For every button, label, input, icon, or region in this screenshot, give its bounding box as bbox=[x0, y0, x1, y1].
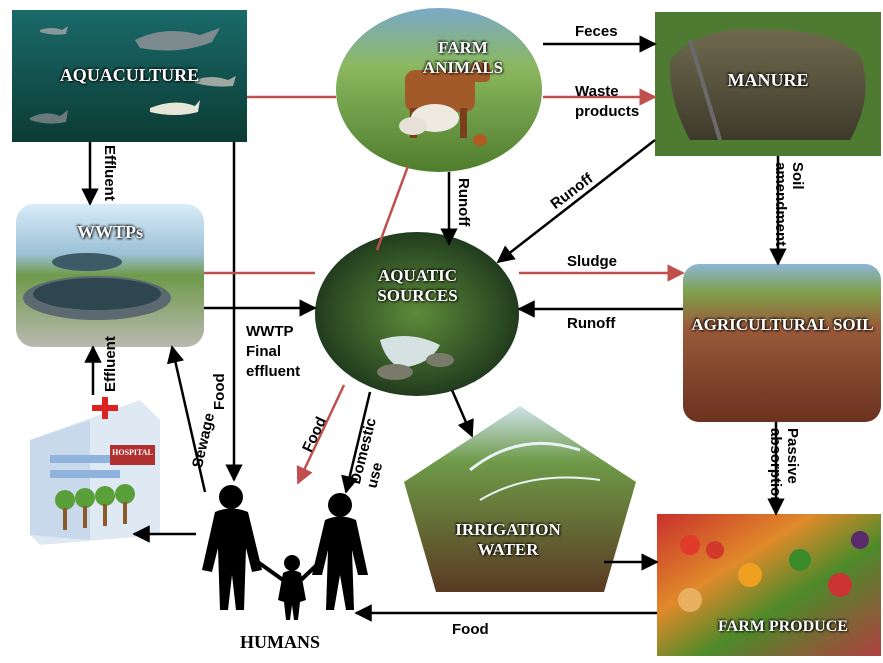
arrow-domestic-use bbox=[341, 391, 372, 494]
aquaculture-image bbox=[12, 10, 247, 142]
label-effluent-aquaculture: Effluent bbox=[101, 145, 118, 201]
label-runoff-soil: Runoff bbox=[567, 315, 616, 332]
aquatic-sources-image bbox=[315, 232, 519, 396]
label-passive-absorption: Passive absorption bbox=[767, 428, 802, 528]
manure-title: MANURE bbox=[727, 70, 809, 90]
arrow-sewage bbox=[166, 345, 207, 493]
farm-animals-title: FARM ANIMALS bbox=[398, 38, 528, 77]
arrow-food-aquatic bbox=[296, 384, 346, 485]
label-feces: Feces bbox=[575, 23, 618, 40]
humans-silhouette bbox=[202, 485, 368, 620]
hospital-sign: HOSPITAL bbox=[112, 448, 153, 457]
label-wwtp: WWTP bbox=[246, 323, 294, 340]
farm-produce-title: FARM PRODUCE bbox=[718, 618, 848, 635]
wwtps-image bbox=[16, 204, 204, 347]
label-waste: Waste bbox=[575, 83, 619, 100]
label-products: products bbox=[575, 103, 640, 120]
line-farm-animals-to-aquatic bbox=[375, 165, 410, 251]
label-effluent-final: effluent bbox=[246, 363, 301, 380]
agricultural-soil-image bbox=[683, 264, 881, 422]
irrigation-water-title-text: IRRIGATION WATER bbox=[455, 520, 561, 559]
farm-produce-image bbox=[657, 514, 881, 656]
irrigation-water-title: IRRIGATION WATER bbox=[438, 520, 578, 559]
agricultural-soil-title-text: AGRICULTURAL SOIL bbox=[691, 315, 874, 334]
label-soil-amendment-text: Soil amendment bbox=[772, 162, 807, 247]
aquatic-sources-title-text: AQUATIC SOURCES bbox=[377, 266, 458, 305]
manure-image bbox=[655, 12, 881, 156]
label-sludge: Sludge bbox=[567, 253, 618, 270]
label-soil-amendment: Soil amendment bbox=[772, 162, 807, 277]
arrow-aquatic-to-irrigation bbox=[450, 389, 474, 438]
aquaculture-title: AQUACULTURE bbox=[59, 65, 200, 85]
farm-animals-title-text: FARM ANIMALS bbox=[422, 38, 504, 77]
arrow-runoff-manure bbox=[496, 139, 656, 264]
aquatic-sources-title: AQUATIC SOURCES bbox=[355, 266, 480, 305]
label-food-produce: Food bbox=[452, 621, 489, 638]
wwtps-title: WWTPs bbox=[76, 222, 143, 242]
agricultural-soil-title: AGRICULTURAL SOIL bbox=[690, 315, 875, 335]
humans-title: HUMANS bbox=[240, 632, 320, 652]
label-runoff-animals: Runoff bbox=[455, 178, 472, 227]
farm-animals-image bbox=[336, 8, 542, 172]
label-food-aquaculture: Food bbox=[211, 373, 228, 410]
arrows-red bbox=[204, 88, 685, 485]
irrigation-water-image bbox=[404, 406, 636, 592]
label-effluent-hospital: Effluent bbox=[102, 336, 119, 392]
label-final: Final bbox=[246, 343, 282, 360]
label-passive-absorption-text: Passive absorption bbox=[767, 428, 802, 506]
hospital-image bbox=[30, 397, 160, 545]
arrows-black bbox=[81, 35, 787, 622]
